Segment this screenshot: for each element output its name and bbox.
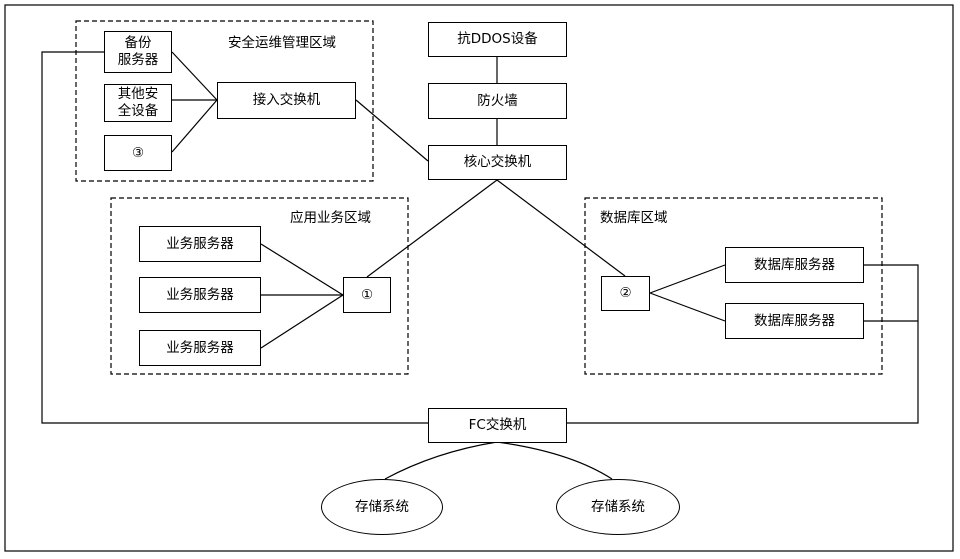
link-fc-to-storage-1 — [384, 441, 498, 480]
link-fc-to-storage-2 — [496, 441, 613, 480]
other-security-device-node[interactable]: 其他安 全设备 — [104, 84, 172, 122]
business-server-label-2: 业务服务器 — [166, 286, 234, 303]
backup-server-label-line-2: 服务器 — [117, 52, 159, 68]
zone-application-label: 应用业务区域 — [290, 210, 371, 226]
business-server-node-3[interactable]: 业务服务器 — [139, 330, 261, 366]
storage-system-node-2[interactable]: 存储系统 — [556, 479, 680, 535]
business-server-label-3: 业务服务器 — [166, 339, 234, 356]
core-switch-label: 核心交换机 — [463, 154, 532, 170]
firewall-label: 防火墙 — [477, 92, 518, 109]
other-security-label-line-2: 全设备 — [117, 103, 159, 119]
zone-database-label: 数据库区域 — [600, 210, 668, 226]
link-backup-to-access — [171, 51, 218, 101]
link-circle3-to-access — [171, 99, 218, 153]
database-server-node-2[interactable]: 数据库服务器 — [725, 303, 864, 339]
backup-server-label-line-1: 备份 — [124, 35, 152, 51]
business-server-label-1: 业务服务器 — [166, 235, 234, 252]
circle-3-node[interactable]: ③ — [104, 135, 172, 171]
link-db1-to-fc — [567, 264, 919, 424]
backup-server-node[interactable]: 备份 服务器 — [104, 31, 172, 73]
circle-2-node[interactable]: ② — [601, 276, 650, 311]
business-server-node-1[interactable]: 业务服务器 — [139, 226, 261, 262]
anti-ddos-label: 抗DDOS设备 — [457, 31, 538, 47]
fc-switch-node[interactable]: FC交换机 — [428, 408, 567, 443]
link-core-to-circle1 — [366, 179, 498, 278]
storage-system-node-1[interactable]: 存储系统 — [321, 479, 443, 535]
zone-security-ops-label: 安全运维管理区域 — [228, 35, 336, 51]
anti-ddos-node[interactable]: 抗DDOS设备 — [428, 22, 567, 57]
link-backup-to-fc — [41, 51, 428, 424]
link-circle2-to-db2 — [649, 292, 726, 322]
circle-3-label: ③ — [131, 144, 145, 161]
circle-1-node[interactable]: ① — [343, 277, 391, 313]
storage-system-label-2: 存储系统 — [591, 498, 645, 515]
database-server-node-1[interactable]: 数据库服务器 — [725, 247, 864, 283]
zone-application-border — [110, 197, 409, 375]
link-core-to-circle2 — [496, 179, 626, 277]
fc-switch-label: FC交换机 — [468, 417, 527, 433]
link-access-to-core — [355, 99, 429, 162]
access-switch-node[interactable]: 接入交换机 — [217, 82, 356, 119]
link-circle2-to-db1 — [649, 264, 726, 294]
circle-2-label: ② — [619, 285, 632, 301]
database-server-label-2: 数据库服务器 — [754, 312, 835, 329]
zone-database-border — [584, 197, 883, 375]
core-switch-node[interactable]: 核心交换机 — [428, 145, 567, 180]
storage-system-label-1: 存储系统 — [355, 498, 409, 515]
outer-frame — [4, 4, 954, 552]
other-security-label-line-1: 其他安 — [117, 86, 159, 102]
business-server-node-2[interactable]: 业务服务器 — [139, 277, 261, 313]
database-server-label-1: 数据库服务器 — [754, 256, 835, 273]
link-biz1-to-circle1 — [260, 243, 344, 296]
link-biz3-to-circle1 — [260, 294, 344, 349]
zone-security-ops-border — [75, 20, 374, 182]
circle-1-label: ① — [360, 286, 374, 303]
access-switch-label: 接入交换机 — [252, 92, 321, 108]
firewall-node[interactable]: 防火墙 — [428, 83, 567, 119]
